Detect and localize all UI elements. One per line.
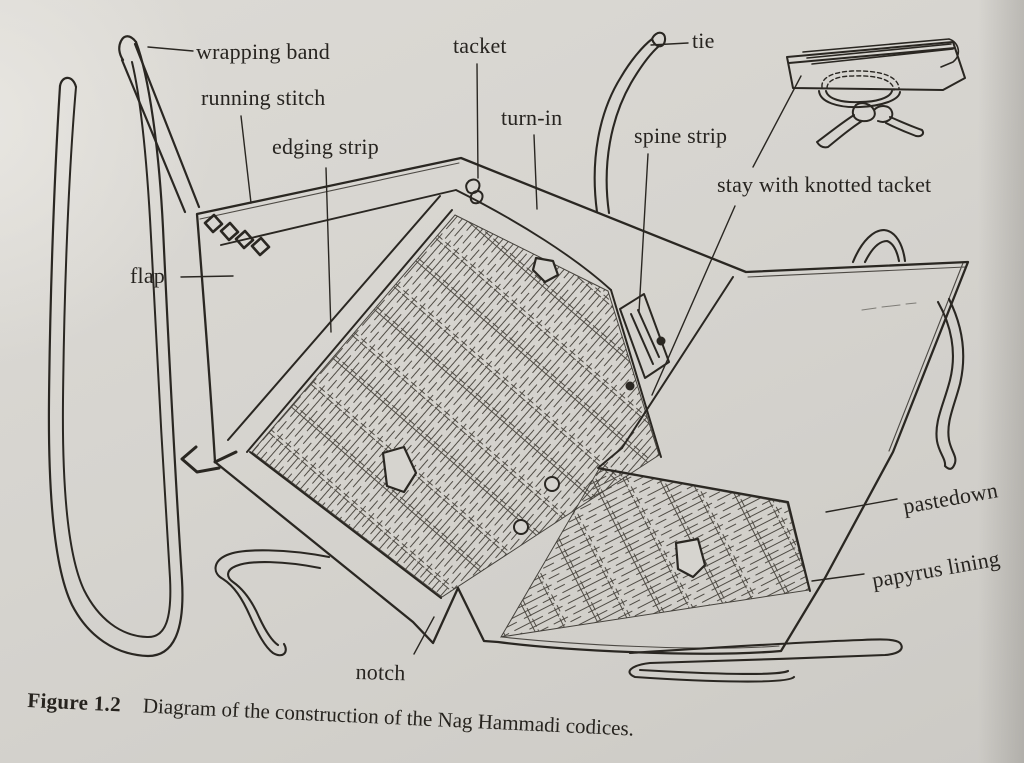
lacing-hole-lower	[513, 519, 529, 535]
leader-spine-strip	[638, 153, 649, 313]
papyrus-texture-left-cover	[251, 214, 660, 598]
label-turn-in: turn-in	[501, 105, 563, 130]
turn-in-band	[220, 189, 612, 291]
leader-papyrus-lining	[811, 573, 865, 582]
leader-tie	[650, 42, 689, 46]
inset-tacket-loop	[818, 90, 901, 109]
wrapping-band-apex	[118, 35, 138, 62]
label-edging-strip: edging strip	[272, 134, 379, 159]
edging-strip-lines	[227, 195, 453, 453]
leader-notch	[413, 616, 435, 655]
leader-turn-in	[533, 134, 538, 210]
label-wrapping-band: wrapping band	[196, 39, 330, 64]
leader-stay-to-inset	[752, 75, 802, 168]
label-tie: tie	[692, 28, 715, 53]
cutout-hole-left-cover	[381, 445, 418, 494]
label-flap: flap	[130, 263, 166, 288]
inset-leaves	[802, 38, 960, 68]
leader-flap	[180, 275, 234, 278]
inset-tacket-hidden	[821, 70, 900, 91]
lacing-hole-upper	[544, 476, 560, 492]
leader-running-stitch	[240, 115, 252, 204]
pastedown-edge	[597, 447, 811, 592]
cover-outline	[195, 156, 970, 655]
tacket-loop	[465, 178, 484, 205]
leader-stay-to-diagram	[651, 205, 736, 396]
leader-wrapping-band	[147, 46, 194, 52]
running-stitches	[203, 213, 271, 257]
strap-bottom-right	[628, 638, 903, 683]
label-notch: notch	[355, 659, 406, 686]
wrapping-band-tip	[58, 76, 78, 89]
bottom-edging-inner	[249, 451, 442, 599]
stay-strip	[619, 293, 670, 379]
pastedown-faint-dashes	[861, 302, 917, 311]
strap-bottom-left	[214, 549, 331, 657]
tacket-knot-dot-lower	[625, 381, 635, 391]
wrapping-band-to-flap	[120, 42, 201, 214]
wrapping-band-inner-edge	[61, 61, 172, 639]
leader-lines	[147, 42, 898, 655]
tie-attachment-loop	[851, 228, 907, 264]
inset-strap-ends	[816, 114, 925, 149]
tie-strap-right	[935, 297, 965, 470]
tacket-knot-dot-upper	[656, 336, 666, 346]
label-running-stitch: running stitch	[201, 85, 326, 110]
inset-cover-board	[786, 41, 966, 91]
cutout-hole-right-cover	[674, 537, 707, 579]
leader-pastedown	[825, 498, 898, 513]
wrapping-band-outer-edge	[47, 40, 184, 658]
label-stay: stay with knotted tacket	[717, 172, 932, 197]
leader-tacket	[476, 63, 479, 179]
cutout-hole-top	[531, 256, 560, 284]
cover-outline-sketch-doubles	[199, 162, 966, 649]
inset-knotted-tacket	[786, 38, 966, 149]
corner-fold	[180, 445, 238, 474]
leader-edging-strip	[325, 167, 332, 333]
spine-strip-edges	[610, 276, 734, 458]
figure-caption-number: Figure 1.2	[26, 688, 122, 717]
label-tacket: tacket	[453, 33, 507, 58]
label-spine-strip: spine strip	[634, 123, 728, 148]
